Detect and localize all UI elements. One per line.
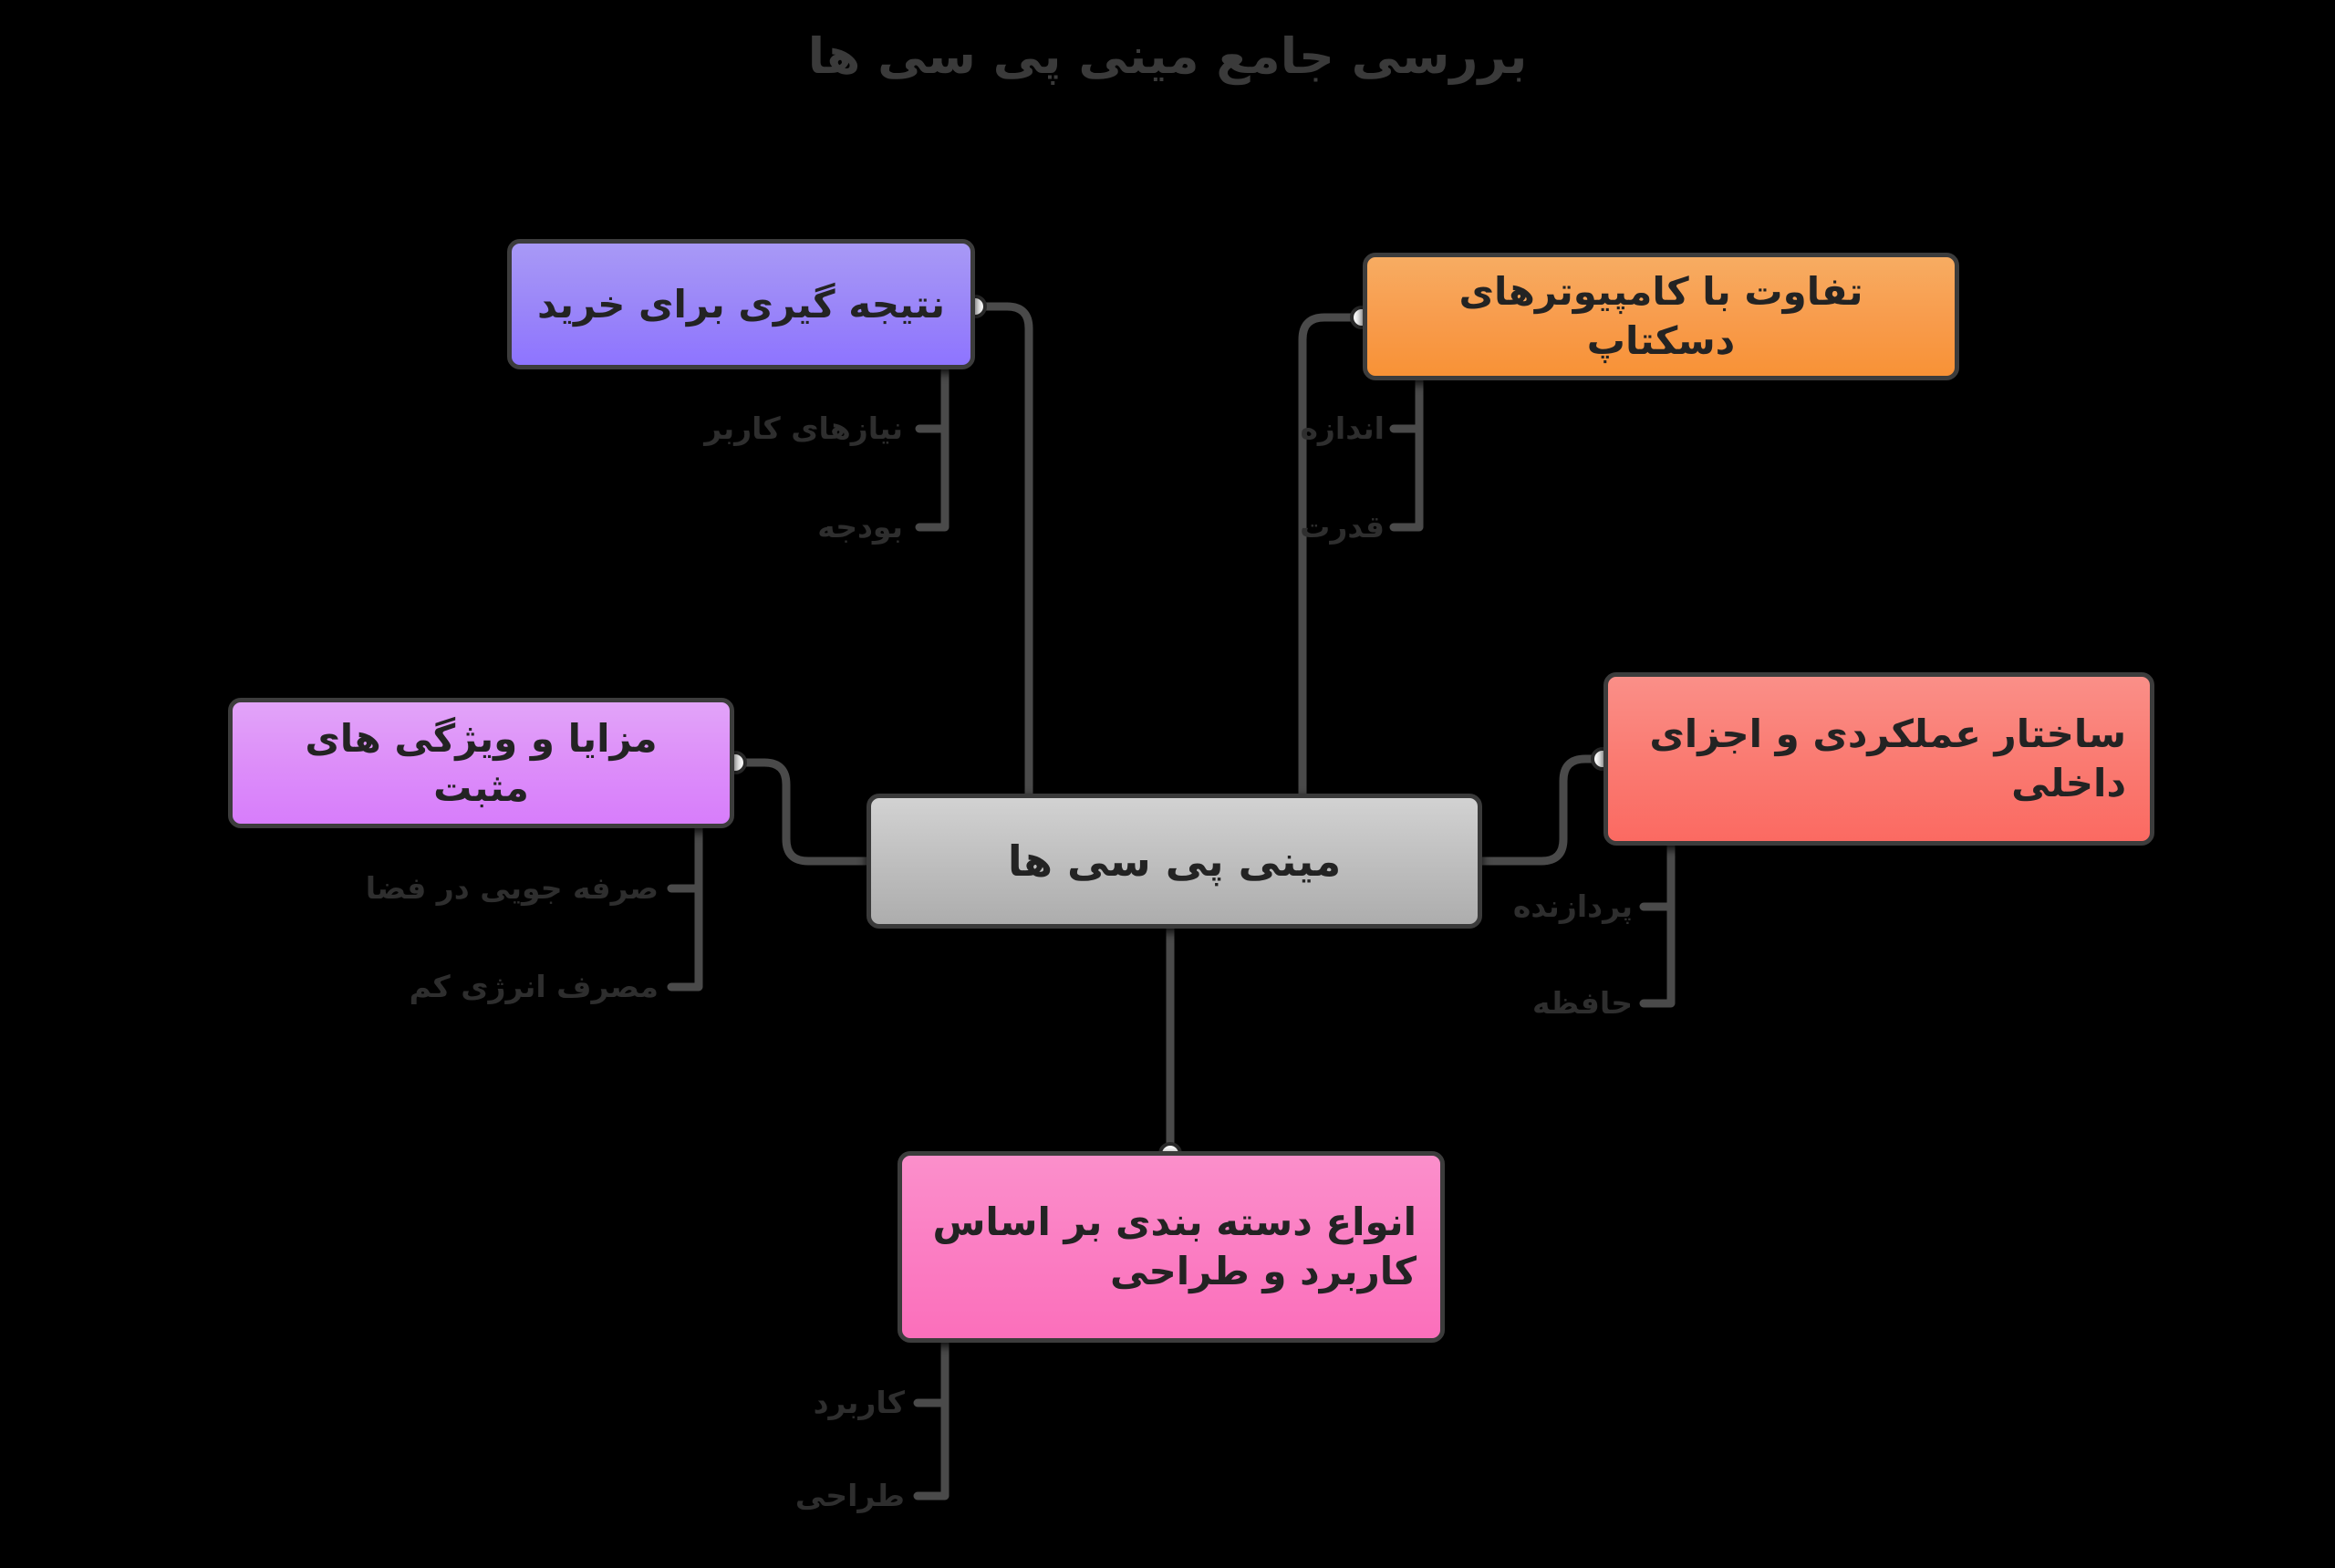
node-difference-label: تفاوت با کامپیوترهای دسکتاپ bbox=[1458, 269, 1863, 363]
link-difference-children bbox=[1389, 376, 1424, 532]
leaf-difference-2[interactable]: قدرت bbox=[1300, 509, 1385, 545]
leaf-types-2[interactable]: طراحی bbox=[794, 1478, 905, 1513]
leaf-structure-1[interactable]: پردازنده bbox=[1512, 888, 1633, 924]
node-conclusion[interactable]: نتیجه گیری برای خرید bbox=[507, 239, 975, 369]
node-conclusion-label: نتیجه گیری برای خرید bbox=[536, 281, 946, 327]
leaf-advantages-1[interactable]: صرفه جویی در فضا bbox=[365, 870, 659, 906]
leaf-conclusion-2[interactable]: بودجه bbox=[817, 509, 903, 545]
node-difference[interactable]: تفاوت با کامپیوترهای دسکتاپ bbox=[1363, 253, 1959, 380]
node-advantages-label: مزایا و ویژگی های مثبت bbox=[305, 715, 658, 810]
node-structure-label: ساختار عملکردی و اجزای داخلی bbox=[1649, 711, 2126, 805]
link-advantages-children bbox=[667, 824, 703, 992]
link-types-children bbox=[913, 1338, 950, 1501]
leaf-structure-2[interactable]: حافظه bbox=[1532, 985, 1633, 1021]
leaf-types-1[interactable]: کاربرد bbox=[813, 1385, 905, 1420]
link-conclusion-children bbox=[915, 365, 950, 532]
page-title: بررسی جامع مینی پی سی ها bbox=[807, 27, 1528, 85]
node-root[interactable]: مینی پی سی ها bbox=[867, 794, 1482, 929]
leaf-difference-1[interactable]: اندازه bbox=[1300, 410, 1385, 446]
link-root-advantages bbox=[731, 758, 871, 866]
link-root-conclusion bbox=[973, 302, 1033, 798]
link-root-difference bbox=[1298, 313, 1361, 798]
node-types-label: انواع دسته بندی بر اساس کاربرد و طراحی bbox=[932, 1199, 1417, 1293]
link-root-structure bbox=[1478, 754, 1603, 866]
link-structure-children bbox=[1639, 841, 1676, 1008]
node-root-label: مینی پی سی ها bbox=[1007, 836, 1342, 886]
node-advantages[interactable]: مزایا و ویژگی های مثبت bbox=[228, 698, 734, 828]
leaf-conclusion-1[interactable]: نیازهای کاربر bbox=[704, 410, 903, 446]
node-types[interactable]: انواع دسته بندی بر اساس کاربرد و طراحی bbox=[898, 1151, 1445, 1343]
leaf-advantages-2[interactable]: مصرف انرژی کم bbox=[409, 969, 659, 1004]
node-structure[interactable]: ساختار عملکردی و اجزای داخلی bbox=[1603, 672, 2154, 846]
